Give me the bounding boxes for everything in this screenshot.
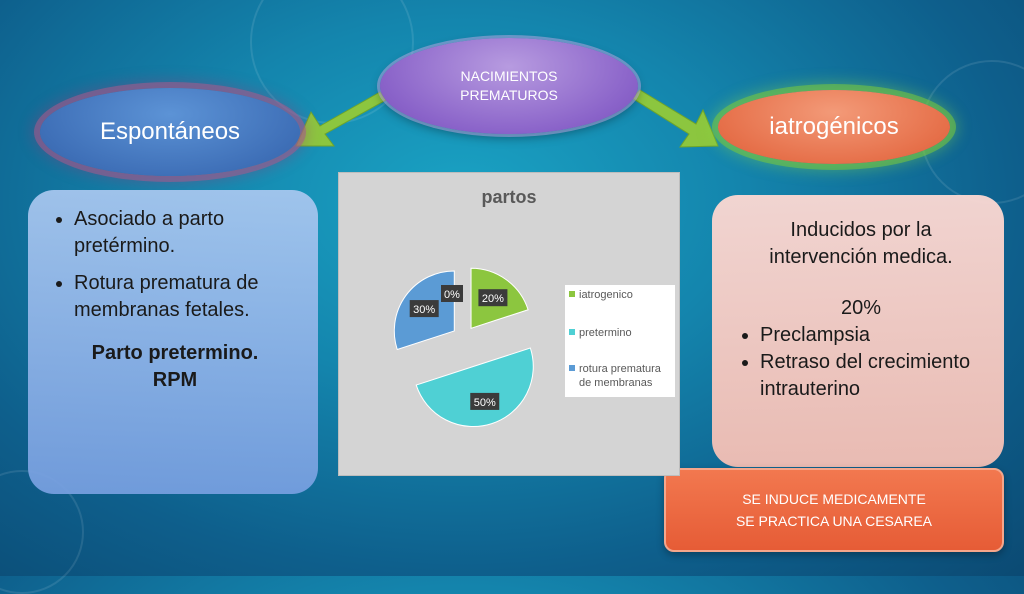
orange-note-line: SE INDUCE MEDICAMENTE	[742, 491, 926, 507]
svg-text:30%: 30%	[413, 304, 435, 316]
left-bullet: Asociado a parto pretérmino.	[74, 206, 298, 260]
right-bullet: Preclampsia	[760, 322, 988, 349]
right-bullet: Retraso del crecimiento intrauterino	[760, 349, 988, 403]
right-bullet-list: Preclampsia Retraso del crecimiento intr…	[734, 322, 988, 403]
pie-chart-container: partos 20% 50% 30% 0% iatrogenico pretermino…	[338, 172, 680, 476]
left-bullet-list: Asociado a parto pretérmino. Rotura prem…	[52, 206, 298, 324]
data-label-30pct: 30%	[409, 300, 439, 318]
right-panel-percent: 20%	[840, 297, 882, 319]
center-node-line-1: NACIMIENTOS	[460, 68, 558, 84]
legend-swatch	[569, 291, 575, 297]
legend-swatch	[569, 365, 575, 371]
legend-label: pretermino	[579, 327, 632, 339]
right-node-label: iatrogénicos	[769, 113, 899, 140]
svg-text:0%: 0%	[444, 289, 460, 301]
legend-label: rotura prematura	[579, 363, 662, 375]
chart-title: partos	[481, 187, 536, 207]
pie-chart: partos 20% 50% 30% 0% iatrogenico pretermino…	[393, 187, 675, 428]
left-bullet: Rotura prematura de membranas fetales.	[74, 270, 298, 324]
data-label-0pct: 0%	[441, 285, 463, 302]
left-summary: Parto pretermino. RPM	[52, 340, 298, 394]
left-arrow	[295, 91, 387, 147]
legend-swatch	[569, 329, 575, 335]
data-label-20pct: 20%	[478, 289, 508, 307]
legend-label: de membranas	[579, 377, 653, 389]
left-node-espontaneos: Espontáneos	[40, 88, 300, 176]
left-summary-line: RPM	[152, 369, 198, 391]
right-node-iatrogenicos: iatrogénicos	[718, 90, 950, 164]
orange-note-box: SE INDUCE MEDICAMENTE SE PRACTICA UNA CE…	[664, 468, 1004, 552]
left-summary-line: Parto pretermino.	[91, 342, 259, 364]
left-node-label: Espontáneos	[99, 118, 241, 145]
pie-slice-pretermino	[415, 347, 534, 428]
right-panel-title: Inducidos por la intervención medica.	[769, 219, 953, 268]
left-panel: Asociado a parto pretérmino. Rotura prem…	[28, 190, 318, 494]
right-panel: Inducidos por la intervención medica. 20…	[712, 195, 1004, 467]
orange-note-line: SE PRACTICA UNA CESAREA	[735, 513, 933, 529]
data-label-50pct: 50%	[470, 392, 500, 410]
svg-text:20%: 20%	[482, 293, 504, 305]
center-node-line-2: PREMATUROS	[460, 87, 558, 103]
center-node-nacimientos-prematuros: NACIMIENTOS PREMATUROS	[380, 38, 638, 134]
right-arrow	[631, 89, 719, 148]
legend-label: iatrogenico	[579, 289, 633, 301]
legend-box	[565, 285, 675, 397]
svg-text:50%: 50%	[474, 397, 496, 409]
arrows-layer	[295, 89, 719, 148]
